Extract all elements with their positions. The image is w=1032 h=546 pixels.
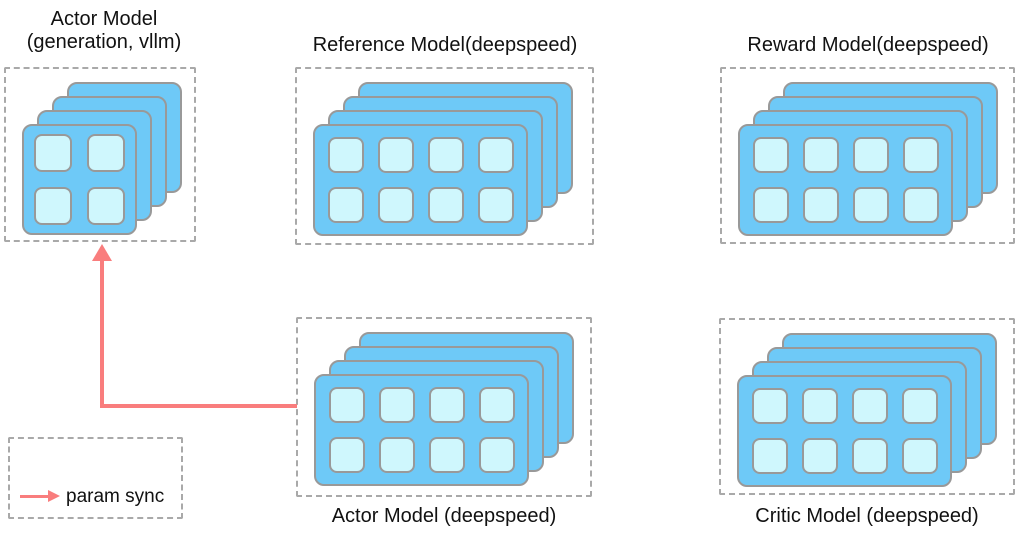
critic-model-label: Critic Model (deepspeed) <box>755 505 979 527</box>
reference-model-title: Reference Model(deepspeed) <box>312 34 578 56</box>
gpu-grid <box>24 126 135 233</box>
gpu-unit <box>751 438 788 474</box>
gpu-unit <box>87 187 125 225</box>
gpu-unit <box>902 187 939 223</box>
legend-arrow-icon <box>48 490 60 502</box>
gpu-unit <box>377 187 414 223</box>
gpu-grid <box>315 126 526 234</box>
gpu-unit <box>901 388 938 424</box>
gpu-unit <box>852 187 889 223</box>
gpu-unit <box>34 187 72 225</box>
gpu-grid <box>739 377 950 485</box>
gpu-unit <box>802 187 839 223</box>
gpu-card <box>314 374 529 486</box>
gpu-unit <box>428 437 465 473</box>
actor-vllm-title: Actor Model (generation, vllm) <box>0 8 208 54</box>
gpu-unit <box>478 387 515 423</box>
gpu-unit <box>801 438 838 474</box>
gpu-unit <box>87 134 125 172</box>
gpu-card <box>313 124 528 236</box>
gpu-unit <box>477 137 514 173</box>
gpu-unit <box>427 187 464 223</box>
gpu-unit <box>902 137 939 173</box>
critic-model-box <box>719 318 1015 495</box>
gpu-grid <box>740 126 951 234</box>
gpu-unit <box>327 137 364 173</box>
gpu-unit <box>378 437 415 473</box>
gpu-unit <box>328 387 365 423</box>
actor-vllm-title-line2: (generation, vllm) <box>26 31 182 53</box>
gpu-card <box>738 124 953 236</box>
gpu-unit <box>801 388 838 424</box>
reward-model-box <box>720 67 1015 244</box>
gpu-unit <box>377 137 414 173</box>
gpu-grid <box>316 376 527 484</box>
gpu-unit <box>327 187 364 223</box>
gpu-unit <box>34 134 72 172</box>
gpu-unit <box>802 137 839 173</box>
gpu-unit <box>852 137 889 173</box>
gpu-unit <box>851 438 888 474</box>
gpu-unit <box>851 388 888 424</box>
reward-model-title: Reward Model(deepspeed) <box>747 34 989 56</box>
actor-deepspeed-label: Actor Model (deepspeed) <box>331 505 557 527</box>
gpu-unit <box>752 137 789 173</box>
gpu-card <box>737 375 952 487</box>
param-sync-arrow-horizontal <box>101 404 297 408</box>
gpu-card <box>22 124 137 235</box>
legend-arrow-line <box>20 495 48 498</box>
legend-label: param sync <box>66 486 165 507</box>
gpu-unit <box>378 387 415 423</box>
gpu-unit <box>901 438 938 474</box>
actor-vllm-box <box>4 67 196 242</box>
actor-deepspeed-box <box>296 317 592 497</box>
param-sync-arrow-vertical <box>100 258 104 408</box>
reference-model-box <box>295 67 594 245</box>
legend-box <box>8 437 183 519</box>
actor-vllm-title-line1: Actor Model <box>50 8 158 30</box>
gpu-unit <box>478 437 515 473</box>
gpu-unit <box>427 137 464 173</box>
gpu-unit <box>752 187 789 223</box>
gpu-unit <box>428 387 465 423</box>
gpu-unit <box>751 388 788 424</box>
gpu-unit <box>328 437 365 473</box>
gpu-unit <box>477 187 514 223</box>
param-sync-arrowhead-icon <box>92 244 112 261</box>
